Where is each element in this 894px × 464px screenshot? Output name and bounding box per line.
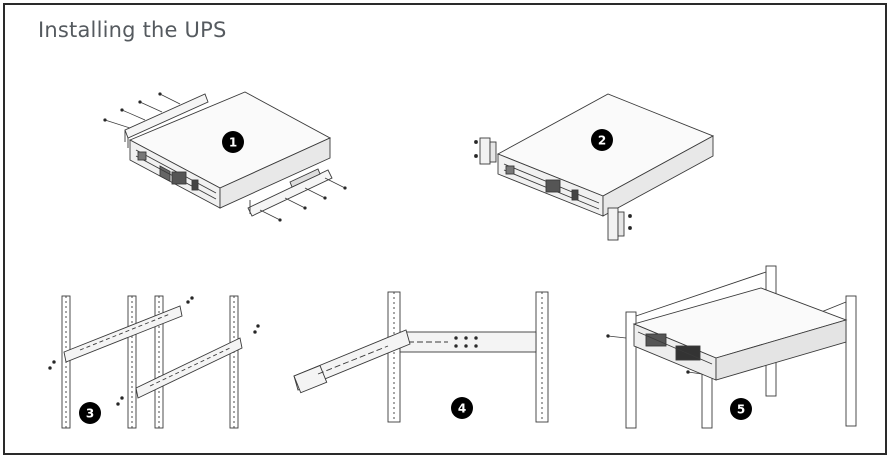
ups-in-rack-drawing: 5 [606, 265, 857, 429]
step-3-illustration: 3 [40, 292, 280, 432]
svg-text:5: 5 [737, 403, 745, 417]
front-screws [606, 334, 703, 375]
screws [103, 92, 347, 222]
ups-with-ear-brackets-drawing: 2 [474, 93, 715, 241]
upper-rail [63, 305, 183, 363]
step-badge-2: 2 [591, 129, 613, 151]
installed-ups [632, 287, 848, 381]
right-ear-bracket [607, 207, 632, 241]
step-badge-5: 5 [730, 398, 752, 420]
sliding-rail-section [293, 329, 411, 394]
svg-text:2: 2 [598, 134, 606, 148]
ups-unit-2 [496, 93, 715, 217]
step-5-illustration: 5 [606, 262, 876, 430]
document-frame [3, 3, 887, 455]
left-ear-bracket [474, 137, 497, 165]
svg-text:4: 4 [458, 402, 466, 416]
rack-posts [61, 295, 239, 429]
ups-with-brackets-drawing: 1 [103, 91, 347, 222]
step-badge-4: 4 [451, 397, 473, 419]
rail-screws [48, 296, 260, 406]
step-2-illustration: 2 [468, 84, 728, 244]
front-bracket [247, 168, 333, 217]
rail-extension-drawing: 4 [293, 291, 549, 423]
step-4-illustration: 4 [288, 290, 568, 430]
step-1-illustration: 1 [100, 80, 360, 230]
rear-bracket [124, 93, 209, 148]
step-badge-1: 1 [222, 131, 244, 153]
lower-rail [135, 337, 243, 399]
rack-rails-drawing: 3 [48, 295, 260, 429]
page-title: Installing the UPS [38, 18, 227, 42]
step-badge-3: 3 [79, 402, 101, 424]
fixed-rail-section [399, 331, 537, 353]
svg-text:1: 1 [229, 136, 237, 150]
rack-posts-4 [387, 291, 549, 423]
svg-text:3: 3 [86, 407, 94, 421]
